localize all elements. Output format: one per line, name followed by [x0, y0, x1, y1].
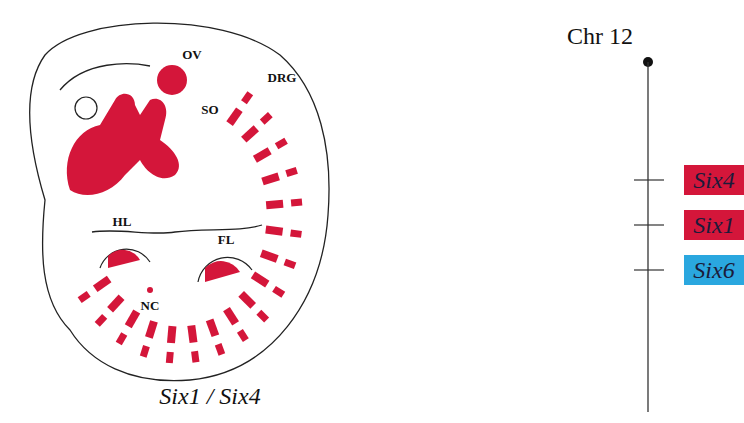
somite: [256, 310, 269, 323]
somite: [261, 173, 280, 186]
structure-label: DRG: [268, 70, 297, 86]
somite: [251, 272, 270, 288]
otic-vesicle: [157, 65, 187, 95]
somite: [226, 107, 242, 126]
somite: [260, 112, 273, 125]
somite: [284, 259, 297, 269]
head-contour: [60, 64, 150, 90]
somite: [253, 147, 272, 162]
somite: [241, 91, 253, 104]
forelimb-outline: [198, 257, 252, 282]
gene-name: Six4: [693, 168, 734, 192]
somite: [125, 310, 140, 329]
gene-box: Six6: [684, 255, 744, 285]
somite: [215, 343, 225, 356]
forelimb-expression: [205, 261, 240, 282]
somite: [93, 276, 112, 292]
structure-label: SO: [201, 102, 218, 118]
somite: [260, 249, 279, 262]
somite: [206, 318, 219, 337]
somite: [290, 229, 302, 237]
hindlimb-outline: [100, 249, 150, 268]
somite: [140, 345, 150, 358]
somite: [223, 307, 239, 326]
gene-box: Six4: [684, 165, 744, 195]
expression-region: [67, 94, 179, 195]
locus-tick: [634, 269, 664, 270]
somite: [238, 291, 256, 309]
chromosome-line: [647, 62, 648, 412]
somite: [237, 329, 249, 342]
structure-label: OV: [182, 47, 202, 63]
structure-label: FL: [218, 232, 235, 248]
somite: [78, 291, 91, 303]
somite: [166, 352, 174, 364]
embryo-outline: [30, 23, 329, 381]
structure-label: NC: [141, 298, 160, 314]
somite: [266, 200, 284, 209]
somite: [241, 125, 259, 142]
somite: [265, 226, 283, 236]
gene-name: Six1: [693, 213, 734, 237]
somite: [272, 286, 285, 298]
structure-label: HL: [113, 214, 132, 230]
somite: [191, 351, 199, 363]
somite: [187, 325, 197, 343]
eye-outline: [75, 97, 97, 119]
somite: [116, 332, 128, 345]
gene-name: Six6: [693, 258, 734, 282]
somite: [285, 167, 298, 177]
somite: [107, 295, 124, 313]
gene-box: Six1: [684, 210, 744, 240]
caption: Six1 / Six4: [159, 383, 260, 410]
hindlimb-expression: [108, 250, 140, 268]
somite: [291, 199, 303, 207]
somite: [167, 326, 176, 344]
somite: [275, 138, 288, 150]
somite: [95, 314, 108, 327]
locus-tick: [634, 224, 664, 225]
chromosome-label: Chr 12: [567, 23, 633, 50]
locus-tick: [634, 179, 664, 180]
notochord-dot: [147, 287, 153, 293]
somite: [145, 320, 158, 339]
